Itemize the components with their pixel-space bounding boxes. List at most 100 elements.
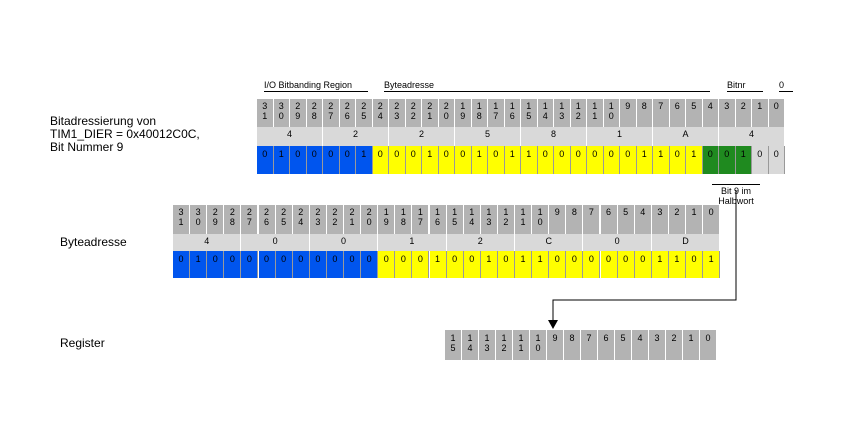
- bit-value-cell: 0: [752, 146, 769, 174]
- hex-digit-cell: 2: [323, 127, 389, 146]
- bit-value-cell: 1: [735, 146, 752, 174]
- register-bit-cell: 2: [666, 330, 683, 360]
- bit-value-cell: 1: [521, 146, 538, 174]
- bit-number-cell: 0: [703, 205, 721, 234]
- bit-value-cell: 0: [241, 251, 259, 278]
- bit-number-cell: 2 3: [389, 99, 406, 127]
- bitnr-header: Bitnr: [727, 80, 763, 92]
- hex-digit-cell: 2: [389, 127, 455, 146]
- bit-number-cell: 1: [752, 99, 769, 127]
- bit-value-cell: 0: [412, 251, 430, 278]
- hex-digit-cell: 0: [309, 234, 379, 251]
- bit-number-cell: 8: [566, 205, 584, 234]
- bit-value-cell: 1: [651, 251, 669, 278]
- register-bit-cell: 1 0: [530, 330, 547, 360]
- bit-number-cell: 1 0: [532, 205, 550, 234]
- bit-number-cell: 3 1: [257, 99, 274, 127]
- bit-number-cell: 2 7: [323, 99, 340, 127]
- bit-value-cell: 1: [190, 251, 208, 278]
- bit-value-cell: 1: [429, 251, 447, 278]
- bit-value-cell: 0: [620, 146, 637, 174]
- bit-value-cell: 0: [344, 251, 362, 278]
- hex-digit-cell: C: [515, 234, 584, 251]
- bit-value-cell: 0: [600, 251, 618, 278]
- bit-value-cell: 1: [532, 251, 550, 278]
- bit-value-cell: 0: [566, 251, 584, 278]
- bit-value-cell: 0: [372, 146, 389, 174]
- bit-value-cell: 0: [537, 146, 554, 174]
- register-bit-cell: 0: [700, 330, 717, 360]
- bit-number-cell: 1 0: [603, 99, 620, 127]
- bit-number-cell: 3: [719, 99, 736, 127]
- bit-value-cell: 1: [686, 146, 703, 174]
- bit-number-cell: 2 0: [361, 205, 379, 234]
- hex-digit-cell: D: [651, 234, 721, 251]
- bit-value-cell: 0: [224, 251, 242, 278]
- bit-number-cell: 2 1: [344, 205, 362, 234]
- bit-number-cell: 4: [702, 99, 719, 127]
- register-bit-cell: 6: [598, 330, 615, 360]
- bit-value-cell: 0: [455, 146, 472, 174]
- bit-number-cell: 1: [686, 205, 704, 234]
- bit-number-cell: 1 1: [587, 99, 604, 127]
- bit-number-cell: 2: [735, 99, 752, 127]
- bit-value-cell: 0: [258, 251, 276, 278]
- bit-number-cell: 1 4: [537, 99, 554, 127]
- bit-value-cell: 0: [275, 251, 293, 278]
- bit-value-cell: 0: [323, 146, 340, 174]
- bit-value-cell: 0: [554, 146, 571, 174]
- bit-value-cell: 0: [446, 251, 464, 278]
- bit-number-cell: 1 9: [455, 99, 472, 127]
- register-bit-cell: 1 5: [445, 330, 462, 360]
- bit-value-cell: 0: [768, 146, 785, 174]
- bit-number-cell: 6: [600, 205, 618, 234]
- bit-number-cell: 9: [549, 205, 567, 234]
- bit-value-cell: 0: [309, 251, 327, 278]
- bit-value-cell: 0: [378, 251, 396, 278]
- hex-digit-cell: 4: [257, 127, 323, 146]
- bit-value-cell: 1: [636, 146, 653, 174]
- bit-value-cell: 1: [356, 146, 373, 174]
- hex-digit-cell: 2: [446, 234, 515, 251]
- bit-number-cell: 7: [653, 99, 670, 127]
- bit-value-cell: 1: [668, 251, 686, 278]
- bit-number-cell: 2: [668, 205, 686, 234]
- bit-number-cell: 3 1: [173, 205, 191, 234]
- bit-number-cell: 2 0: [438, 99, 455, 127]
- bit-value-cell: 0: [395, 251, 413, 278]
- bit-number-cell: 2 6: [258, 205, 276, 234]
- bit-number-cell: 1 4: [463, 205, 481, 234]
- bit-number-cell: 1 8: [471, 99, 488, 127]
- bit-number-cell: 2 1: [422, 99, 439, 127]
- bit-number-cell: 5: [617, 205, 635, 234]
- bit-value-cell: 0: [587, 146, 604, 174]
- hex-digit-cell: 5: [455, 127, 521, 146]
- hex-digit-cell: 4: [719, 127, 785, 146]
- bit-value-cell: 1: [422, 146, 439, 174]
- bit-number-cell: 1 6: [429, 205, 447, 234]
- bit-value-cell: 0: [488, 146, 505, 174]
- register-bit-cell: 1 1: [513, 330, 530, 360]
- bit-number-cell: 7: [583, 205, 601, 234]
- bit-number-cell: 2 9: [207, 205, 225, 234]
- bit-number-cell: 2 9: [290, 99, 307, 127]
- bit-value-cell: 1: [515, 251, 533, 278]
- bit-value-cell: 0: [702, 146, 719, 174]
- bit-value-cell: 0: [292, 251, 310, 278]
- bit-value-cell: 0: [290, 146, 307, 174]
- bit-number-cell: 1 2: [497, 205, 515, 234]
- hex-digit-cell: 0: [583, 234, 652, 251]
- bit-value-cell: 0: [207, 251, 225, 278]
- bit-number-cell: 1 1: [515, 205, 533, 234]
- register-bit-cell: 1: [683, 330, 700, 360]
- hex-digit-cell: 1: [378, 234, 447, 251]
- bit-value-cell: 0: [339, 146, 356, 174]
- bit-value-cell: 0: [570, 146, 587, 174]
- bit-number-cell: 1 7: [488, 99, 505, 127]
- byteadresse-label: Byteadresse: [60, 235, 127, 249]
- hex-digit-cell: A: [653, 127, 719, 146]
